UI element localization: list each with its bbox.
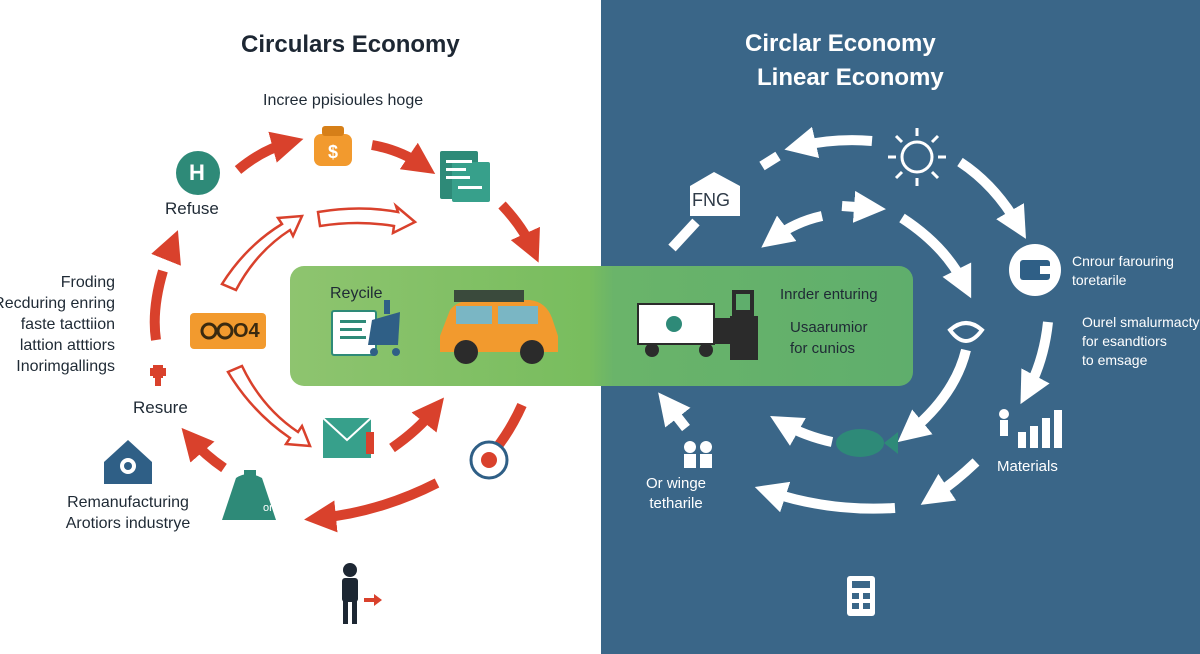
- right-title-line2: Linear Economy: [757, 64, 944, 91]
- white-arrow-materials-down: [920, 458, 980, 505]
- bag-tag: ore: [263, 502, 279, 514]
- side-line: Recduring enring: [0, 295, 115, 312]
- top-right-line: toretarile: [1072, 272, 1127, 288]
- left-title: Circulars Economy: [241, 31, 460, 58]
- mid-right-line: for esandtiors: [1082, 333, 1167, 349]
- band-right-line: for cunios: [790, 340, 856, 357]
- h-circle-icon: [176, 151, 220, 195]
- remanufacturing-label: Remanufacturing Arotiors industrye: [58, 492, 198, 534]
- fng-label: FNG: [692, 190, 730, 210]
- side-line: Inorimgallings: [16, 358, 115, 375]
- top-right-label: Cnrour farouring toretarile: [1072, 252, 1174, 290]
- arrow-bag-to-docs: [371, 140, 436, 175]
- inner-arrow-lower-left: [226, 364, 312, 448]
- band-right-line: Usaarumior: [790, 319, 868, 336]
- arrow-side-up: [149, 230, 181, 341]
- remanufacturing-line: Arotiors industrye: [65, 515, 191, 532]
- mail-envelope-icon: [322, 417, 374, 458]
- fng-house-icon: [690, 172, 740, 216]
- cup-dispenser-icon: [730, 290, 758, 360]
- white-arrow-right-down: [1020, 321, 1053, 405]
- sun-gear-icon: [888, 128, 946, 186]
- side-line: Froding: [60, 274, 115, 291]
- white-arrow-inner-right: [899, 213, 972, 299]
- house-target-icon: [104, 440, 152, 484]
- fire-extinguisher-icon: [469, 440, 509, 480]
- calculator-icon: [847, 576, 875, 616]
- fish-icon: [836, 429, 898, 457]
- car-icon: [440, 290, 558, 364]
- refuse-label: Refuse: [165, 199, 219, 218]
- arrow-bottom-left: [304, 478, 440, 533]
- wallet-icon: [1009, 244, 1061, 296]
- materials-label: Materials: [997, 458, 1058, 475]
- handshake-icon: [947, 321, 985, 343]
- side-line: lattion atttiors: [19, 337, 115, 354]
- white-arrow-inner-top: [841, 190, 886, 223]
- mid-right-label: Ourel smalurmacty for esandtiors to emsa…: [1082, 313, 1199, 370]
- arrow-docs-down: [498, 201, 540, 263]
- white-arrow-inner-lower-right: [897, 348, 971, 443]
- arrow-bag2-left: [181, 427, 227, 473]
- white-arrow-inner-left: [761, 211, 824, 248]
- money-bag-icon: $: [314, 126, 352, 166]
- h-icon-letter: H: [189, 160, 205, 185]
- side-line: faste tacttiion: [20, 316, 115, 333]
- bottom-left-label: Or winge tetharile: [646, 474, 706, 514]
- band-right-label: Usaarumior for cunios: [790, 317, 868, 359]
- white-arrow-top-left: [668, 218, 700, 252]
- side-description: Froding Recduring enring faste tacttiion…: [0, 272, 115, 377]
- delivery-truck-icon: [637, 303, 730, 357]
- white-arrow-bottom: [754, 481, 896, 514]
- left-subtitle: Incree ppisioules hoge: [263, 92, 424, 109]
- person-icon: [342, 563, 382, 624]
- remanufacturing-line: Remanufacturing: [67, 494, 189, 511]
- inner-arrow-top: [316, 202, 418, 236]
- inner-arrow-upper-left: [220, 214, 305, 292]
- white-arrow-lower-left-up: [658, 392, 691, 432]
- bottom-left-line: tetharile: [649, 495, 703, 512]
- right-cycle-arrows: [658, 126, 1053, 514]
- arrow-refuse-to-bag: [234, 131, 304, 174]
- people-group-icon: [684, 441, 712, 468]
- white-arrow-inner-bottom: [770, 416, 834, 447]
- faucet-icon: [150, 368, 166, 386]
- white-arrow-top-dash1: [759, 151, 781, 171]
- box-label: O4: [233, 320, 260, 342]
- green-bag-icon: [222, 470, 276, 520]
- left-inner-cycle-arrows: [220, 202, 418, 448]
- shopping-cart-icon: [368, 300, 400, 356]
- mid-right-line: Ourel smalurmacty: [1082, 314, 1200, 330]
- arrow-mail-up: [389, 397, 444, 453]
- document-stack-icon: [440, 151, 490, 202]
- recycle-label: Reycile: [330, 285, 383, 302]
- orange-box-icon: [190, 313, 266, 349]
- growth-bars-icon: [999, 409, 1062, 448]
- white-arrow-sun-right: [957, 157, 1026, 239]
- mid-right-line: to emsage: [1082, 352, 1148, 368]
- recycle-document-icon: [331, 310, 377, 356]
- svg-text:$: $: [328, 142, 338, 162]
- bottom-left-line: Or winge: [646, 475, 707, 492]
- right-title-line1: Circlar Economy: [745, 30, 936, 57]
- band-mid-label: Inrder enturing: [780, 286, 878, 303]
- resure-label: Resure: [133, 398, 188, 417]
- top-right-line: Cnrour farouring: [1072, 253, 1174, 269]
- white-arrow-top: [784, 126, 873, 159]
